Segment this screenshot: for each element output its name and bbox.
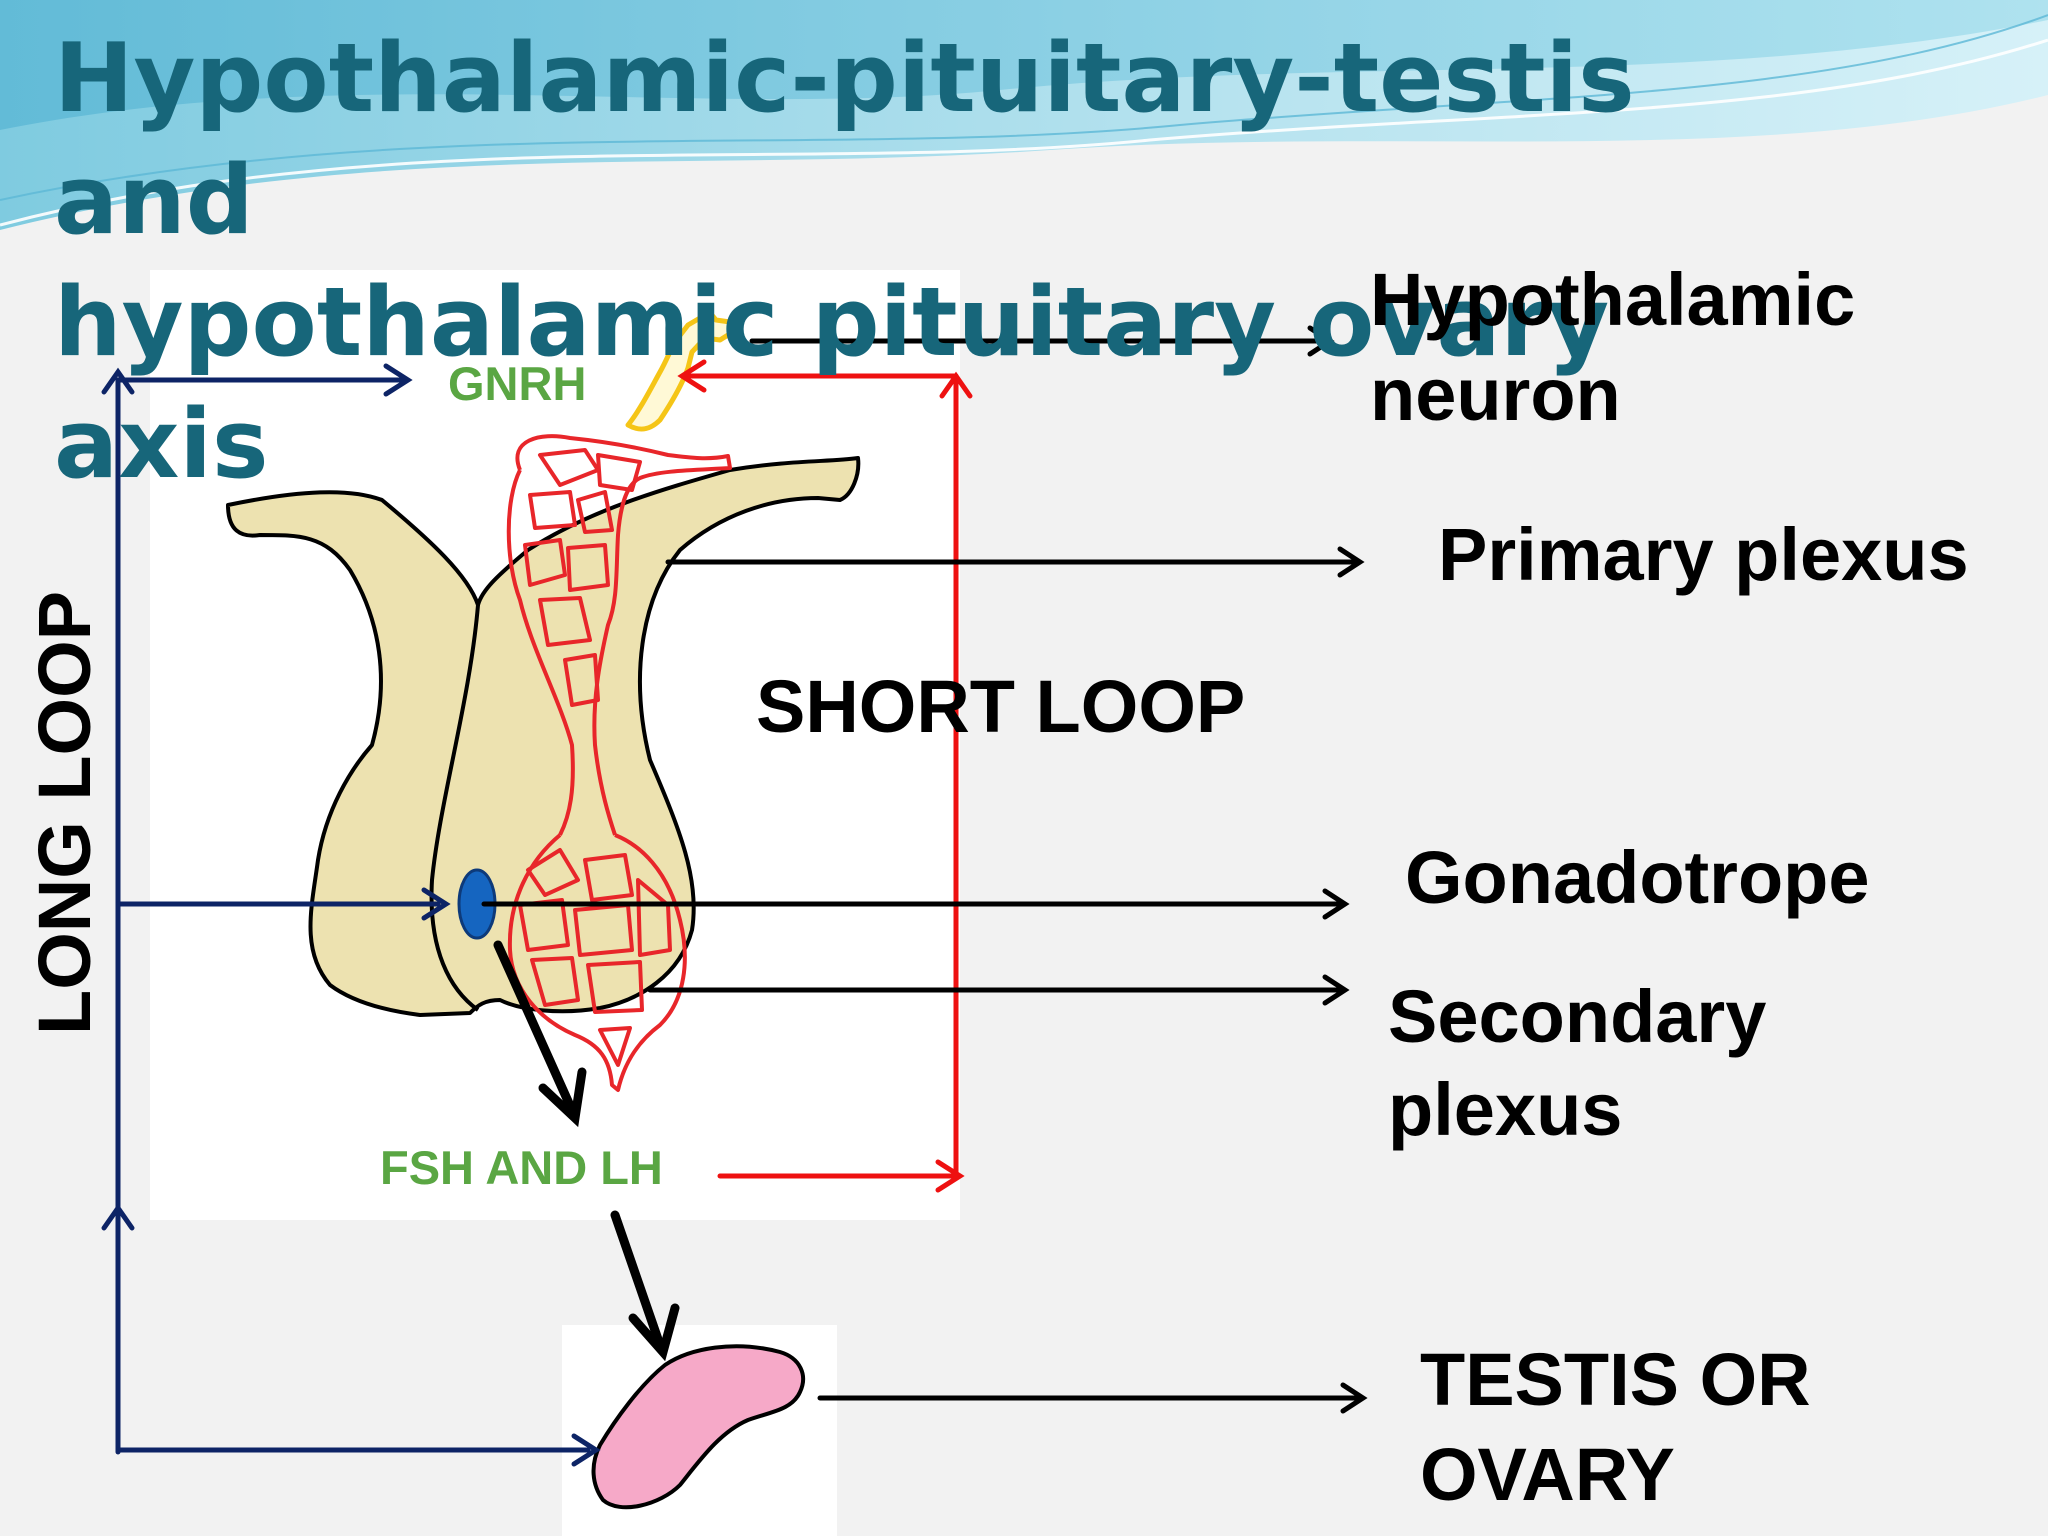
gonad-shape [591, 1344, 806, 1510]
secondary-plexus-label-line-2: plexus [1388, 1068, 1623, 1151]
primary-plexus [506, 434, 732, 836]
primary-plexus-label: Primary plexus [1438, 513, 1969, 596]
hypothalamic-neuron-label-line-1: Hypothalamic [1370, 258, 1856, 341]
gonadotrope-label: Gonadotrope [1405, 836, 1870, 919]
fsh-lh-label: FSH AND LH [380, 1141, 663, 1194]
gonad-label-line-1: TESTIS OR [1420, 1338, 1811, 1421]
secondary-plexus-label-line-1: Secondary [1388, 975, 1767, 1058]
long-loop-label: LONG LOOP [23, 591, 106, 1035]
title-line-2: hypothalamic pituitary ovary axis [54, 268, 1610, 500]
hormone-flow-arrows [493, 940, 680, 1362]
gnrh-label: GNRH [448, 357, 587, 410]
page-title: Hypothalamic-pituitary-testis and hypoth… [54, 18, 1754, 506]
long-loop-arrows [101, 363, 601, 1467]
short-loop-label: SHORT LOOP [756, 665, 1246, 748]
hypothalamic-neuron-label-line-2: neuron [1370, 353, 1621, 436]
short-loop-arrows [677, 359, 973, 1193]
secondary-plexus [507, 833, 687, 1092]
gonad-label-line-2: OVARY [1420, 1433, 1675, 1516]
hypothalamic-neuron [625, 305, 739, 432]
pointer-arrows [481, 325, 1368, 1414]
header-background [0, 0, 2048, 250]
pituitary-gland [226, 456, 861, 1017]
title-line-1: Hypothalamic-pituitary-testis and [54, 24, 1635, 256]
pituitary-stalk-line [429, 604, 480, 1012]
